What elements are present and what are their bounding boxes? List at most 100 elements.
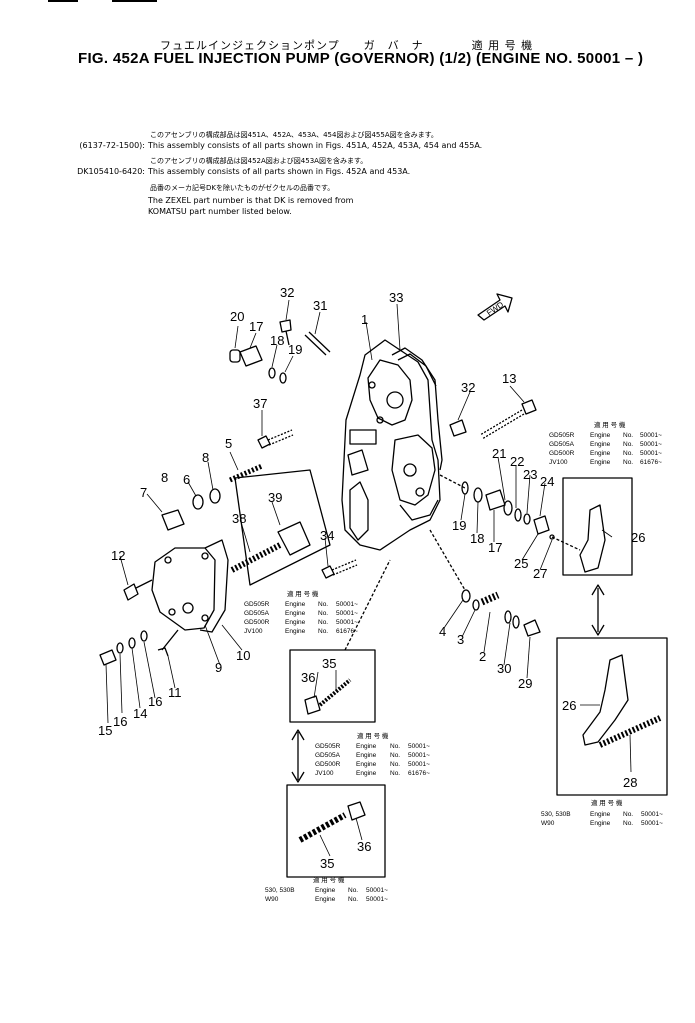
app-header-l1: 適 用 号 機: [287, 589, 319, 598]
callout-36b: 36: [357, 839, 371, 854]
fwd-arrow-icon: [477, 293, 513, 321]
svg-text:Engine: Engine: [285, 601, 306, 608]
svg-text:50001~: 50001~: [366, 887, 388, 894]
callout-14: 14: [133, 706, 147, 721]
bolt-32b: [449, 419, 467, 437]
callout-25: 25: [514, 556, 528, 571]
callout-16b: 16: [148, 694, 162, 709]
callout-19a: 19: [288, 342, 302, 357]
lever-26b: [582, 654, 629, 746]
svg-text:GD505A: GD505A: [549, 441, 575, 448]
callout-29: 29: [518, 676, 532, 691]
svg-text:No.: No.: [318, 619, 328, 626]
note-jp-1: このアセンブリの構成部品は図451A、452A、453A、454図および図455…: [150, 131, 438, 139]
svg-text:61676~: 61676~: [408, 770, 430, 777]
svg-text:530, 530B: 530, 530B: [541, 811, 571, 818]
callout-1: 1: [361, 312, 368, 327]
svg-text:50001~: 50001~: [640, 432, 662, 439]
svg-text:GD500R: GD500R: [244, 619, 270, 626]
plug-20: [229, 349, 241, 363]
svg-text:No.: No.: [318, 601, 328, 608]
note-jp-2: このアセンブリの構成部品は図452A図および図453A図を含みます。: [150, 157, 368, 165]
app-header-r2: 適 用 号 機: [591, 798, 623, 807]
callout-6: 6: [183, 472, 190, 487]
svg-text:Engine: Engine: [356, 743, 377, 750]
svg-text:Engine: Engine: [590, 811, 611, 818]
note-jp-3: 品番のメーカ記号DKを除いたものがゼクセルの品番です。: [150, 184, 335, 192]
sleeve-17: [239, 345, 263, 367]
svg-text:No.: No.: [623, 459, 633, 466]
sleeve-17b: [485, 489, 506, 511]
svg-text:No.: No.: [318, 628, 328, 635]
svg-text:50001~: 50001~: [640, 450, 662, 457]
nut-24: [533, 515, 550, 535]
bolt-29: [523, 619, 541, 637]
governor-cover: [151, 547, 216, 631]
bolt-32: [279, 319, 292, 333]
svg-text:No.: No.: [623, 811, 633, 818]
callout-35b: 35: [320, 856, 334, 871]
washer-8a: [192, 494, 204, 510]
svg-text:No.: No.: [390, 743, 400, 750]
callout-23: 23: [523, 467, 537, 482]
svg-text:Engine: Engine: [590, 441, 611, 448]
callout-34: 34: [320, 528, 334, 543]
alternative-arrow-b: [291, 729, 305, 783]
svg-text:Engine: Engine: [315, 896, 336, 903]
cap-7: [161, 509, 185, 531]
snap-ring-19b: [461, 481, 469, 495]
nut-14: [128, 637, 136, 649]
screw-35b: [298, 812, 347, 843]
app-header-r: 適 用 号 機: [594, 420, 626, 429]
callout-32a: 32: [280, 285, 294, 300]
bolt-12: [123, 583, 139, 601]
fwd-label: FWD: [485, 300, 505, 318]
cap-15: [99, 649, 117, 666]
screw-inset-b: [286, 784, 386, 878]
svg-text:No.: No.: [390, 770, 400, 777]
nut-36a: [304, 695, 321, 715]
svg-text:Engine: Engine: [590, 459, 611, 466]
svg-text:GD500R: GD500R: [315, 761, 341, 768]
svg-text:JV100: JV100: [244, 628, 263, 635]
svg-text:50001~: 50001~: [366, 896, 388, 903]
callout-36a: 36: [301, 670, 315, 685]
top-rule-right: [112, 0, 157, 2]
washer-21: [503, 500, 513, 516]
callout-11: 11: [168, 685, 182, 700]
callout-22: 22: [510, 454, 524, 469]
callout-13: 13: [502, 371, 516, 386]
svg-text:50001~: 50001~: [640, 441, 662, 448]
svg-text:Engine: Engine: [315, 887, 336, 894]
figure-title: FIG. 452A FUEL INJECTION PUMP (GOVERNOR)…: [78, 50, 644, 67]
svg-text:No.: No.: [348, 896, 358, 903]
svg-text:50001~: 50001~: [336, 601, 358, 608]
lever-26a: [579, 504, 606, 573]
seat-39: [277, 521, 311, 556]
svg-text:GD500R: GD500R: [549, 450, 575, 457]
callout-8a: 8: [161, 470, 168, 485]
note-en-2: This assembly consists of all parts show…: [148, 167, 411, 176]
svg-text:50001~: 50001~: [641, 820, 663, 827]
svg-text:Engine: Engine: [285, 610, 306, 617]
svg-text:No.: No.: [390, 761, 400, 768]
nut-36b: [347, 801, 366, 821]
app-header-l2: 適 用 号 機: [357, 731, 389, 740]
svg-text:W90: W90: [265, 896, 279, 903]
svg-text:50001~: 50001~: [408, 761, 430, 768]
snap-ring-19: [279, 372, 287, 384]
app-header-b: 適 用 号 機: [313, 875, 345, 884]
svg-text:JV100: JV100: [549, 459, 568, 466]
svg-text:Engine: Engine: [285, 619, 306, 626]
callout-5: 5: [225, 436, 232, 451]
svg-text:Engine: Engine: [590, 820, 611, 827]
washer-30a: [504, 610, 512, 624]
callout-7: 7: [140, 485, 147, 500]
washer-30b: [512, 615, 520, 629]
svg-text:No.: No.: [318, 610, 328, 617]
callout-12: 12: [111, 548, 125, 563]
svg-text:50001~: 50001~: [408, 752, 430, 759]
callout-15: 15: [98, 723, 112, 738]
